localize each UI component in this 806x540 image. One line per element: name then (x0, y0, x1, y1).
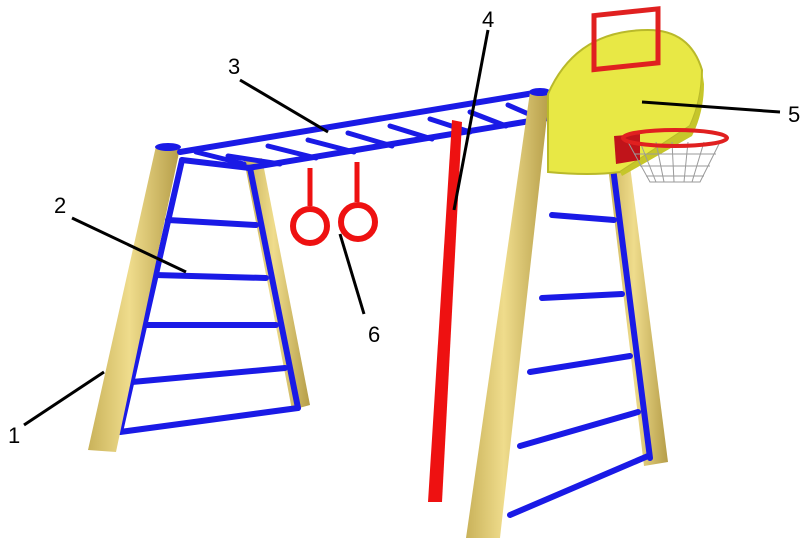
callout-labels: 1 2 3 4 5 6 (8, 7, 800, 448)
leader-lines (23, 29, 781, 427)
leader-line-4 (452, 29, 490, 211)
basket-net (627, 141, 721, 183)
callout-6: 6 (368, 322, 380, 347)
horizontal-ladder (177, 89, 551, 171)
leader-line-3 (239, 78, 329, 134)
basketball-hoop (547, 6, 729, 183)
callout-5: 5 (788, 102, 800, 127)
callout-2: 2 (54, 193, 66, 218)
right-ladder-rungs (507, 157, 653, 518)
right-front-post (466, 90, 550, 538)
left-front-post (88, 146, 180, 452)
left-frame (88, 143, 310, 452)
backboard (547, 28, 704, 175)
climbing-pole (428, 120, 462, 502)
hoop-bracket (614, 134, 640, 164)
backboard-square (591, 6, 661, 73)
leader-line-5 (641, 100, 781, 114)
leader-line-6 (338, 233, 366, 315)
callout-1: 1 (8, 423, 20, 448)
leader-line-1 (23, 370, 105, 427)
callout-4: 4 (482, 7, 494, 32)
callout-3: 3 (228, 54, 240, 79)
gymnastic-rings (290, 162, 378, 246)
left-ladder-rungs (117, 157, 301, 435)
basket-rim (621, 128, 729, 148)
leader-line-2 (71, 216, 187, 274)
right-frame (466, 88, 668, 538)
